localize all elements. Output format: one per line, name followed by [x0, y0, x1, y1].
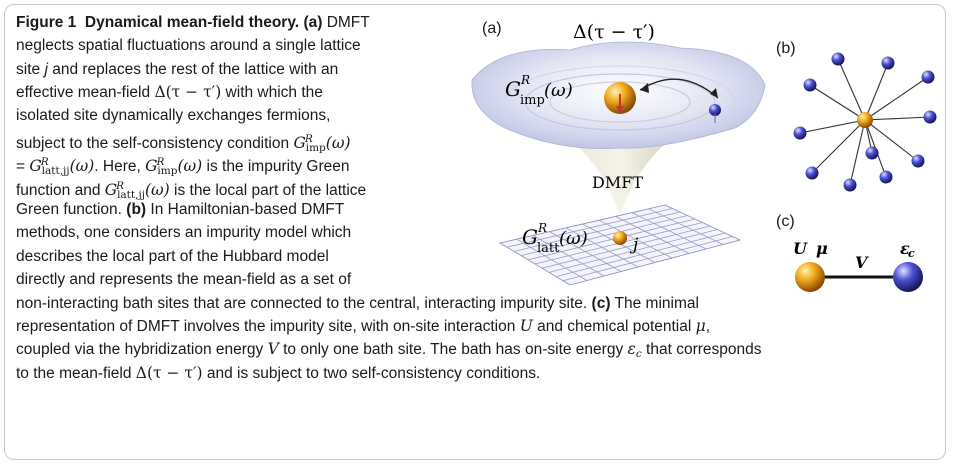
caption-line-1: Figure 1 Dynamical mean-field theory. (a… [16, 14, 370, 31]
panel-a-label: (a) [482, 20, 502, 37]
site-j-label: j [629, 235, 639, 255]
part-a-tag: (a) [303, 14, 323, 31]
caption-line-15: coupled via the hybridization energy V t… [16, 340, 762, 360]
caption-line-3: site j and replaces the rest of the latt… [16, 61, 339, 78]
caption-line-5: isolated site dynamically exchanges ferm… [16, 107, 331, 124]
caption-line-7: = GRlatt,jj(ω). Here, GRimp(ω) is the im… [16, 156, 350, 177]
caption-line-4: effective mean-field Δ(τ − τ′) with whic… [16, 83, 323, 101]
caption-line-2: neglects spatial fluctuations around a s… [16, 37, 361, 54]
g-latt-label: G R latt (ω) [522, 221, 588, 256]
panel-a-illustration: Δ(τ − τ′) G R imp (ω) DMFT G R latt (ω) … [471, 21, 766, 286]
caption-line-10: methods, one considers an impurity model… [16, 224, 352, 241]
impurity-site [795, 262, 825, 292]
caption-line-13: non-interacting bath sites that are conn… [16, 295, 699, 312]
svg-text:G: G [522, 225, 538, 249]
panel-c-label: (c) [776, 213, 795, 230]
caption-line-9: Green function. (b) In Hamiltonian-based… [16, 201, 345, 218]
svg-text:R: R [520, 73, 530, 87]
figure-label: Figure 1 [16, 14, 77, 31]
star-bond [837, 58, 866, 121]
panel-b-star-model [793, 52, 937, 192]
lattice-site-j [613, 231, 627, 245]
g-imp-label: G R imp (ω) [505, 73, 573, 108]
dmft-label: DMFT [592, 173, 643, 192]
svg-text:latt: latt [537, 241, 560, 256]
svg-text:(ω): (ω) [544, 80, 573, 101]
label-mu: μ [816, 239, 828, 258]
grid-line [562, 236, 733, 282]
star-bath-site [793, 126, 807, 140]
panel-c-two-site-model: U μ V ε c [793, 239, 923, 292]
svg-text:imp: imp [520, 93, 545, 108]
svg-text:c: c [908, 247, 915, 260]
part-c-tag: (c) [591, 295, 611, 312]
caption-line-8: function and GRlatt,jj(ω) is the local p… [16, 180, 367, 201]
caption-line-12: directly and represents the mean-field a… [16, 271, 352, 288]
star-bond [849, 119, 866, 186]
star-bond [864, 76, 929, 121]
star-bond [809, 84, 866, 121]
grid-line [615, 216, 690, 254]
star-bath-site [831, 52, 845, 66]
star-bath-site [881, 56, 895, 70]
figure-title: Dynamical mean-field theory. [84, 14, 300, 31]
svg-text:G: G [505, 77, 521, 101]
caption-line-11: describes the local part of the Hubbard … [16, 248, 329, 265]
star-bath-site [879, 170, 893, 184]
star-impurity [857, 112, 873, 128]
svg-text:(ω): (ω) [559, 228, 588, 249]
label-U: U [793, 239, 808, 258]
grid-line [598, 219, 673, 259]
label-V: V [855, 253, 869, 272]
delta-label: Δ(τ − τ′) [573, 21, 655, 43]
star-bath-site [805, 166, 819, 180]
dmft-funnel [515, 115, 725, 215]
caption-line-14: representation of DMFT involves the impu… [16, 317, 711, 335]
star-bath-site [803, 78, 817, 92]
star-bath-site [843, 178, 857, 192]
caption-line-6: subject to the self-consistency conditio… [16, 133, 351, 154]
star-bath-site [923, 110, 937, 124]
star-bath-site [865, 146, 879, 160]
grid-line [541, 225, 711, 269]
star-bath-site [921, 70, 935, 84]
star-bond [864, 62, 889, 121]
grid-line [648, 208, 724, 245]
grid-line [631, 212, 707, 250]
bath-site [893, 262, 923, 292]
grid-line [555, 232, 726, 277]
star-bath-site [911, 154, 925, 168]
star-bond [864, 116, 931, 121]
star-bond [811, 119, 866, 174]
label-eps-c: ε c [900, 239, 915, 260]
star-bond [799, 119, 866, 134]
part-b-tag: (b) [126, 201, 147, 218]
grid-line [548, 229, 718, 273]
caption-line-16: to the mean-field Δ(τ − τ′) and is subje… [16, 364, 541, 382]
figure-frame [4, 4, 946, 460]
svg-text:R: R [537, 221, 547, 235]
svg-text:ε: ε [900, 239, 910, 258]
bath-fermion [709, 104, 721, 116]
panel-b-label: (b) [776, 40, 796, 57]
star-bond [864, 119, 919, 162]
